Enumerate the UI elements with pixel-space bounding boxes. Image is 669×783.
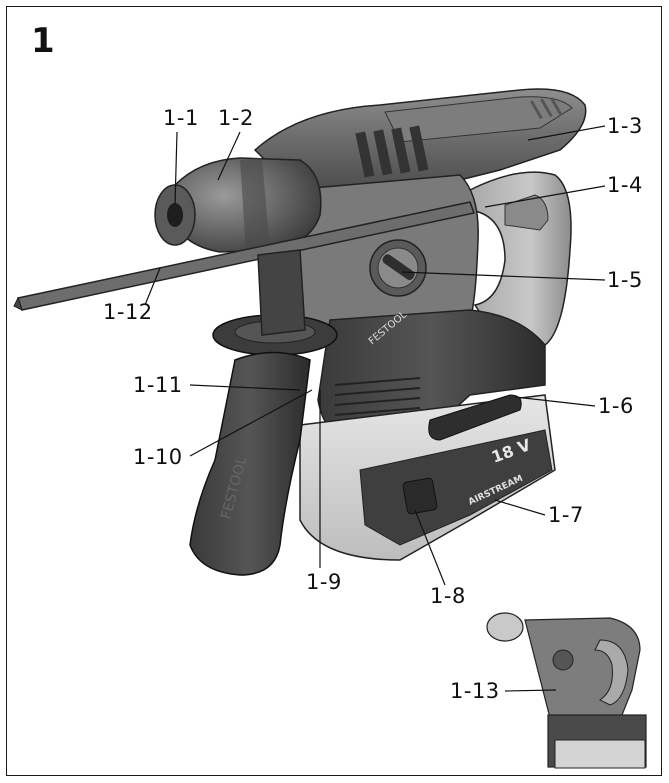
callout-1-5: 1-5: [607, 268, 643, 292]
callout-1-3: 1-3: [607, 114, 643, 138]
callout-1-9: 1-9: [306, 570, 342, 594]
callout-1-7: 1-7: [548, 503, 584, 527]
callout-1-6: 1-6: [598, 394, 634, 418]
callout-1-13: 1-13: [450, 679, 500, 703]
callout-1-4: 1-4: [607, 173, 643, 197]
callout-1-8: 1-8: [430, 584, 466, 608]
chuck: [154, 157, 322, 253]
callout-1-12: 1-12: [103, 300, 153, 324]
grip-body: FESTOOL: [317, 309, 546, 446]
depth-stop: [13, 201, 475, 311]
leader-lines: [144, 125, 606, 692]
auxiliary-handle: FESTOOL: [189, 249, 338, 576]
motor-housing: [253, 88, 587, 196]
inset-machine: [486, 612, 647, 769]
battery-pack: 18 V AIRSTREAM: [299, 394, 556, 561]
rear-handle: [469, 171, 572, 350]
callout-1-2: 1-2: [218, 106, 254, 130]
figure-number: 1: [31, 21, 55, 61]
callout-1-10: 1-10: [133, 445, 183, 469]
callout-1-11: 1-11: [133, 373, 183, 397]
callout-1-1: 1-1: [163, 106, 199, 130]
